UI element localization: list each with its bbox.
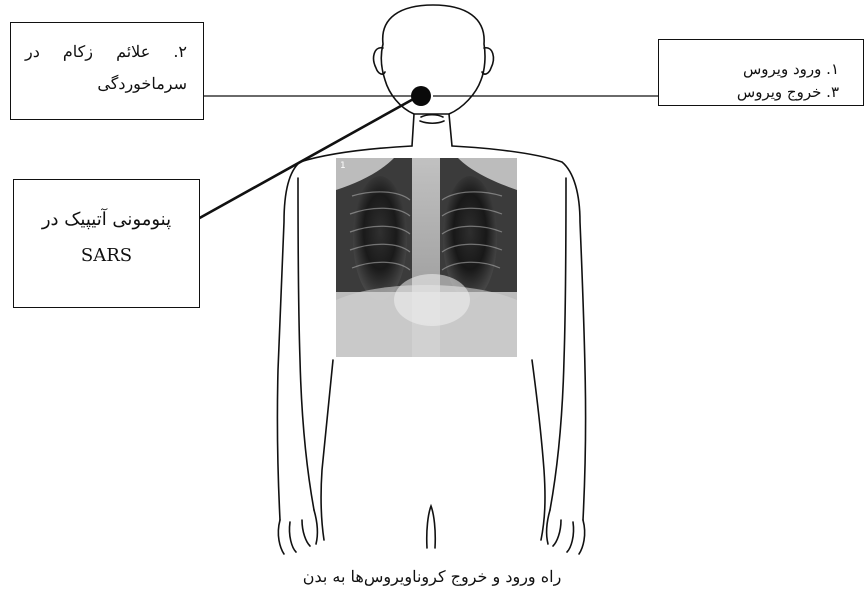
left-arm-inner [298,178,314,510]
pneumonia-label-box: پنومونی آتیپیک در SARS [13,179,200,308]
torso-left [321,360,333,540]
left-ear [374,48,385,74]
neck-right [449,114,452,146]
infection-point [411,86,431,106]
exit-label: ۳. خروج ویروس [671,81,839,104]
entry-exit-label-box: ۱. ورود ویروس ۳. خروج ویروس [658,39,864,106]
head-outline [381,5,485,114]
pneumonia-disease-label: SARS [24,238,189,274]
figure-caption: راه ورود و خروج کروناویروس‌ها به بدن [0,567,864,586]
torso-right [532,360,545,540]
symptoms-label-box: ۲. علائم زکام در سرماخوردگی [10,22,204,120]
groin-mark [427,506,436,548]
pneumonia-label: پنومونی آتیپیک در [24,202,189,238]
xray-marker: 1 [340,161,346,171]
right-arm-inner [550,178,566,510]
right-hand [547,510,585,554]
left-hand [278,510,317,554]
neck-left [412,114,414,146]
chest-xray-image: 1 [336,158,517,357]
symptoms-label: ۲. علائم زکام در سرماخوردگی [25,42,187,93]
throat-mark [420,115,444,124]
entry-label: ۱. ورود ویروس [671,58,839,81]
